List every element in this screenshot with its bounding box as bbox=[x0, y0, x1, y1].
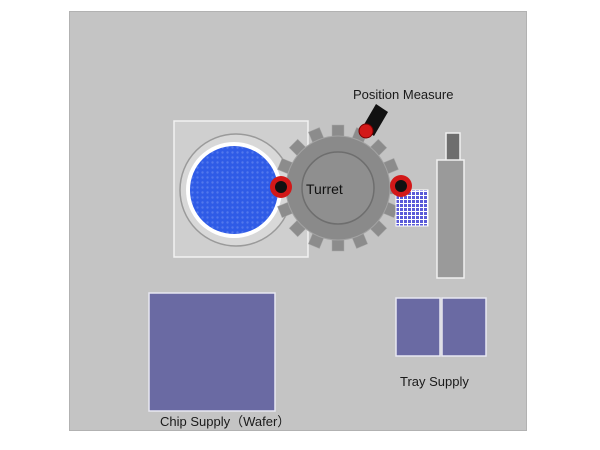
tray-supply bbox=[395, 297, 487, 357]
nozzle-left bbox=[270, 176, 292, 198]
nozzle-right bbox=[390, 175, 412, 197]
turret-label: Turret bbox=[306, 181, 343, 197]
camera-lens bbox=[358, 123, 374, 139]
turret-hub bbox=[301, 151, 375, 225]
tray-supply-label: Tray Supply bbox=[400, 374, 469, 389]
tray-block-left bbox=[395, 297, 441, 357]
turret bbox=[274, 124, 402, 252]
position-measure-camera bbox=[358, 104, 388, 139]
chip-supply-label: Chip Supply（Wafer） bbox=[160, 414, 291, 429]
tray-block-right bbox=[441, 297, 487, 357]
chip-supply-block bbox=[148, 292, 276, 412]
feeder-body bbox=[436, 159, 465, 279]
position-measure-label: Position Measure bbox=[353, 87, 454, 102]
wafer-die-pattern bbox=[190, 146, 278, 234]
wafer-stage bbox=[173, 120, 309, 258]
vertical-feeder bbox=[436, 132, 465, 279]
